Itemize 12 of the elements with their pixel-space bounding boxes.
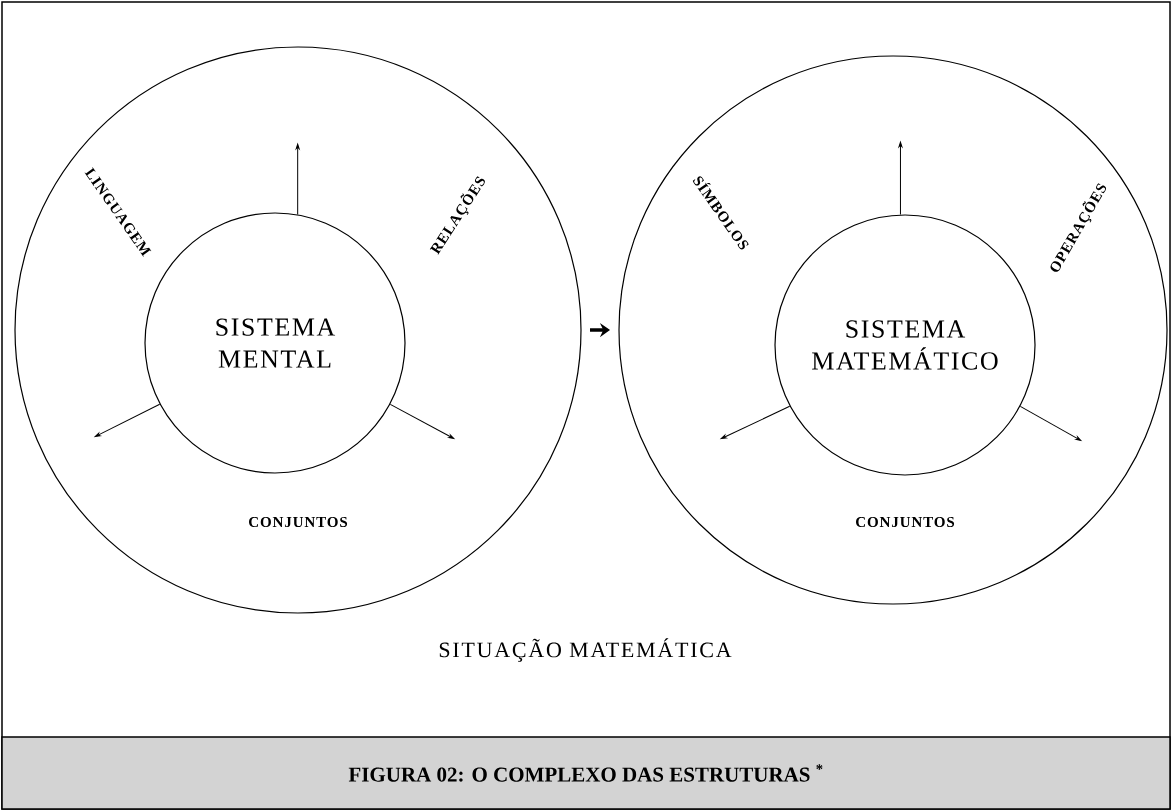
arrow — [94, 403, 161, 438]
outer-circle — [618, 55, 1168, 605]
ring-label: CONJUNTOS — [249, 516, 348, 528]
outer-circle — [14, 46, 582, 614]
ring-label: CONJUNTOS — [856, 516, 955, 528]
arrow — [720, 405, 791, 440]
caption-band: FIGURA 02: O COMPLEXO DAS ESTRUTURAS $^{*}$ — [1, 736, 1171, 810]
arrow — [898, 141, 903, 215]
arrow — [295, 143, 300, 215]
arrow — [389, 403, 455, 439]
heading: SITUAÇÃO MATEMÁTICA — [439, 638, 732, 662]
arrow — [1019, 405, 1082, 441]
